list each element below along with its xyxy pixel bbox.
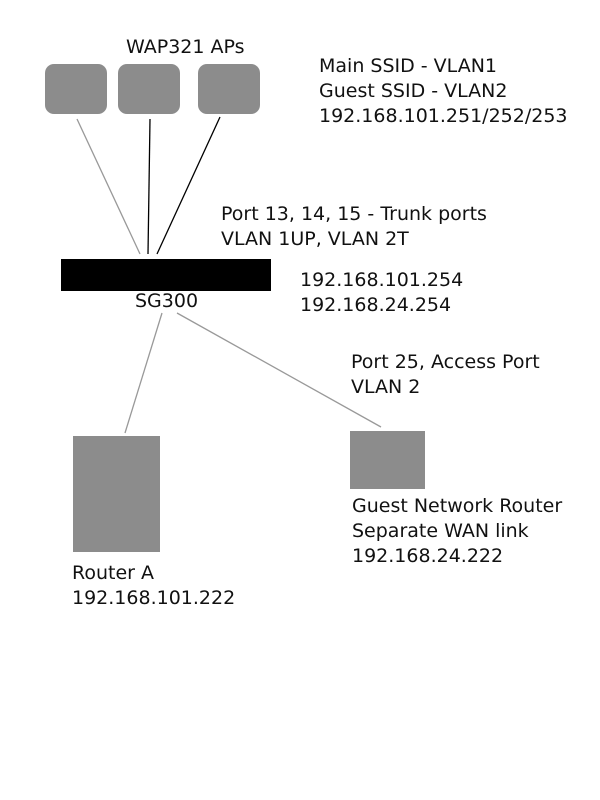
trunk-ports-note: Port 13, 14, 15 - Trunk ports VLAN 1UP, … bbox=[221, 202, 487, 252]
access-port-text: Port 25, Access Port bbox=[351, 351, 540, 373]
guest-router-label: Guest Network Router Separate WAN link 1… bbox=[352, 494, 562, 569]
switch-ip-list: 192.168.101.254 192.168.24.254 bbox=[300, 268, 463, 318]
guest-router-ip: 192.168.24.222 bbox=[352, 545, 504, 567]
link-switch-guest-router bbox=[176, 312, 382, 428]
switch-ip-guest: 192.168.24.254 bbox=[300, 294, 452, 316]
router-a-name: Router A bbox=[72, 562, 155, 584]
access-point-2 bbox=[118, 64, 180, 114]
switch-ip-main: 192.168.101.254 bbox=[300, 269, 464, 291]
ssid-main-text: Main SSID - VLAN1 bbox=[319, 55, 498, 77]
link-switch-router-a bbox=[124, 312, 163, 434]
link-ap3-switch bbox=[156, 116, 221, 255]
guest-router-device bbox=[350, 431, 425, 489]
router-a-label: Router A 192.168.101.222 bbox=[72, 561, 235, 611]
access-point-3 bbox=[198, 64, 260, 114]
access-port-note: Port 25, Access Port VLAN 2 bbox=[351, 350, 540, 400]
access-point-1 bbox=[45, 64, 107, 114]
access-port-vlan-text: VLAN 2 bbox=[351, 376, 421, 398]
switch-label: SG300 bbox=[135, 290, 199, 312]
access-points-info: Main SSID - VLAN1 Guest SSID - VLAN2 192… bbox=[319, 54, 568, 129]
guest-router-wan: Separate WAN link bbox=[352, 520, 529, 542]
access-points-ip-text: 192.168.101.251/252/253 bbox=[319, 105, 568, 127]
router-a-device bbox=[73, 436, 160, 552]
ssid-guest-text: Guest SSID - VLAN2 bbox=[319, 80, 508, 102]
access-points-label: WAP321 APs bbox=[126, 36, 245, 58]
link-ap2-switch bbox=[147, 118, 151, 255]
link-ap1-switch bbox=[76, 118, 141, 255]
sg300-switch bbox=[61, 259, 271, 291]
guest-router-name: Guest Network Router bbox=[352, 495, 563, 517]
trunk-ports-text: Port 13, 14, 15 - Trunk ports bbox=[221, 203, 487, 225]
router-a-ip: 192.168.101.222 bbox=[72, 587, 236, 609]
trunk-vlan-text: VLAN 1UP, VLAN 2T bbox=[221, 228, 409, 250]
